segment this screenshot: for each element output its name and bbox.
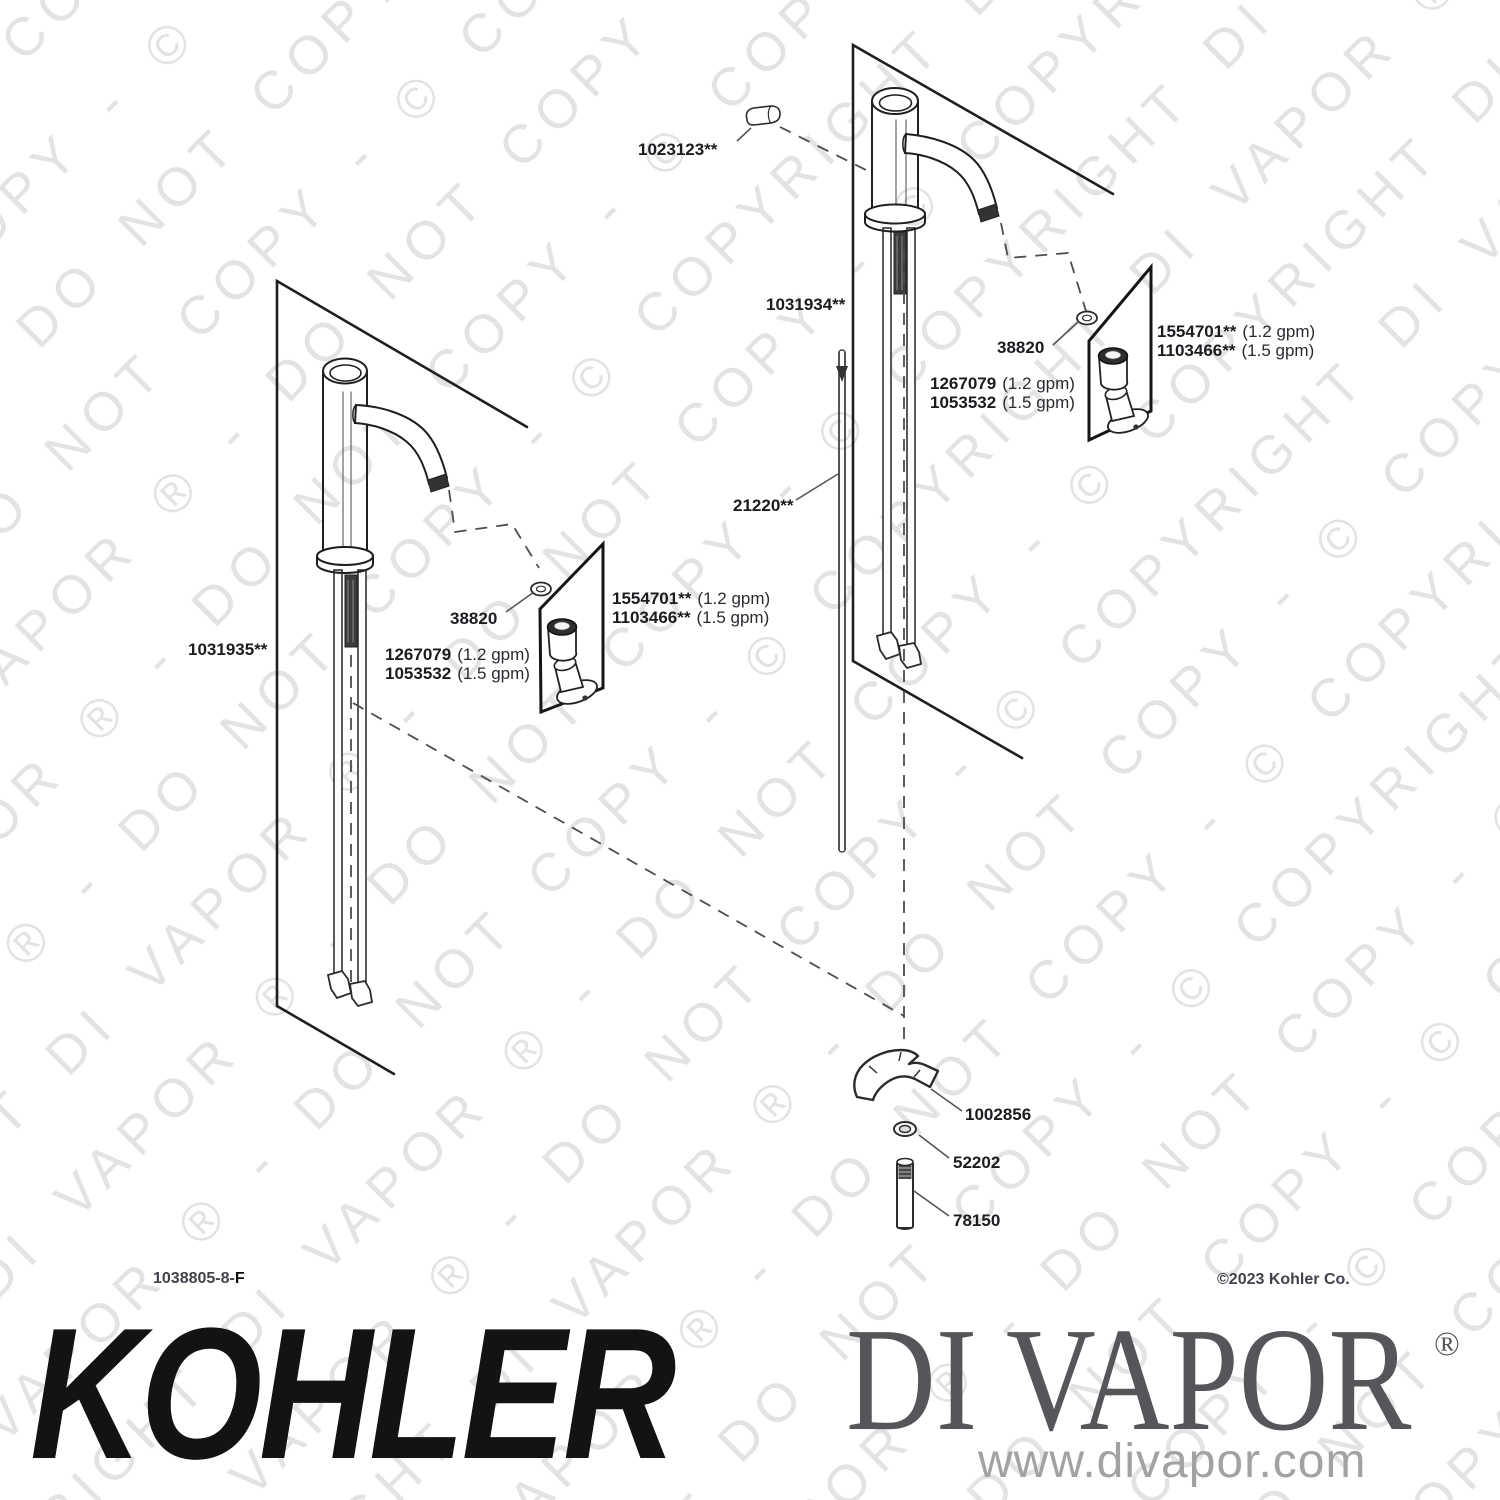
supply-rod-part xyxy=(836,349,848,853)
part-label-38820-left: 38820 xyxy=(450,609,498,628)
part-label-1103466-left: 1103466**(1.5 gpm) xyxy=(612,608,770,627)
aerator-kit-right xyxy=(1097,347,1149,434)
washer-right xyxy=(1076,310,1098,326)
label-leader-lines xyxy=(505,127,1080,1217)
part-label-1002856: 1002856 xyxy=(965,1105,1032,1124)
document-number: 1038805-8-F xyxy=(153,1270,245,1287)
panel-right xyxy=(851,42,1115,663)
part-label-1103466-right: 1103466**(1.5 gpm) xyxy=(1157,341,1315,360)
kohler-copyright: ©2023 Kohler Co. xyxy=(1217,1271,1350,1288)
document-revision: F xyxy=(234,1270,245,1287)
part-label-1554701-right: 1554701**(1.2 gpm) xyxy=(1157,322,1316,341)
kohler-logo: KOHLER xyxy=(30,1289,676,1498)
nut-part xyxy=(893,1121,917,1137)
part-label-1267079-left: 1267079(1.2 gpm) xyxy=(385,645,530,664)
part-label-1053532-right: 1053532(1.5 gpm) xyxy=(930,393,1075,412)
part-label-1053532-left: 1053532(1.5 gpm) xyxy=(385,664,530,683)
panel-left-bottom xyxy=(275,1004,396,1076)
washer-left xyxy=(530,581,552,597)
part-label-21220: 21220** xyxy=(733,496,794,515)
part-label-1554701-left: 1554701**(1.2 gpm) xyxy=(612,589,771,608)
part-label-1031934: 1031934** xyxy=(766,295,846,314)
faucet-short-group xyxy=(275,278,529,1076)
divapor-logo: DI VAPOR xyxy=(846,1298,1412,1462)
detail-box-left xyxy=(538,540,605,715)
part-label-52202: 52202 xyxy=(953,1153,1001,1172)
assembly-dashed-lines xyxy=(350,126,1087,1046)
divapor-website-url: www.divapor.com xyxy=(978,1435,1367,1488)
panel-left xyxy=(275,278,529,1008)
part-label-1267079-right: 1267079(1.2 gpm) xyxy=(930,374,1075,393)
mounting-bracket-part xyxy=(853,1048,940,1102)
part-label-1023123: 1023123** xyxy=(638,140,718,159)
divapor-registered-icon: ® xyxy=(1434,1326,1460,1363)
faucet-tall-group xyxy=(851,42,1115,760)
part-label-78150: 78150 xyxy=(953,1211,1001,1230)
detail-box-right xyxy=(1087,262,1153,443)
panel-right-bottom xyxy=(851,659,1024,760)
stud-part xyxy=(896,1157,914,1230)
part-label-38820-right: 38820 xyxy=(997,338,1045,357)
cap-plug-part xyxy=(745,105,781,126)
part-label-1031935: 1031935** xyxy=(188,640,268,659)
